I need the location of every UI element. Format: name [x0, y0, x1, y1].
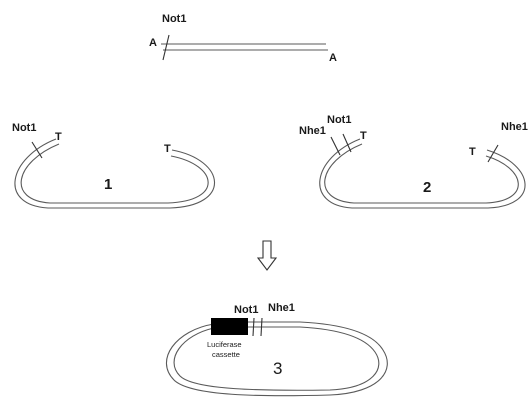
product-nheI-label: Nhe1 [268, 302, 295, 314]
luciferase-cassette-block [211, 318, 248, 335]
product-notI-mark [252, 317, 255, 337]
product-plasmid: Not1 Nhe1 Luciferase cassette 3 [165, 302, 388, 397]
cassette-label-line2: cassette [212, 350, 240, 359]
linear-insert: Not1 A A [149, 13, 337, 64]
insert-notI-label: Not1 [162, 13, 186, 25]
vector1-notI-cut-mark [31, 141, 43, 159]
cassette-label-line1: Luciferase [207, 340, 242, 349]
vector2-nheI-label-right: Nhe1 [501, 121, 528, 133]
vector2-nheI-cut-mark-right [487, 144, 499, 163]
vector1-end-right: T [164, 143, 171, 155]
product-number: 3 [273, 359, 282, 378]
vector2-number: 2 [423, 179, 431, 196]
vector2-end-right: T [469, 146, 476, 158]
vector2-end-left: T [360, 130, 367, 142]
vector1-number: 1 [104, 176, 112, 193]
vector2-nheI-cut-mark [330, 136, 341, 156]
vector1-end-left: T [55, 131, 62, 143]
vector1-notI-label: Not1 [12, 122, 36, 134]
vector-1: Not1 T T 1 [12, 122, 215, 209]
insert-end-right: A [329, 52, 337, 64]
vector-2: Not1 Nhe1 Nhe1 T T 2 [299, 114, 528, 209]
vector2-notI-cut-mark [342, 133, 352, 153]
down-arrow-icon [256, 240, 278, 271]
product-notI-label: Not1 [234, 304, 258, 316]
notI-cut-mark [162, 34, 170, 61]
product-nheI-mark [260, 317, 263, 337]
vector2-nheI-label: Nhe1 [299, 125, 326, 137]
insert-end-left: A [149, 37, 157, 49]
vector2-notI-label: Not1 [327, 114, 351, 126]
